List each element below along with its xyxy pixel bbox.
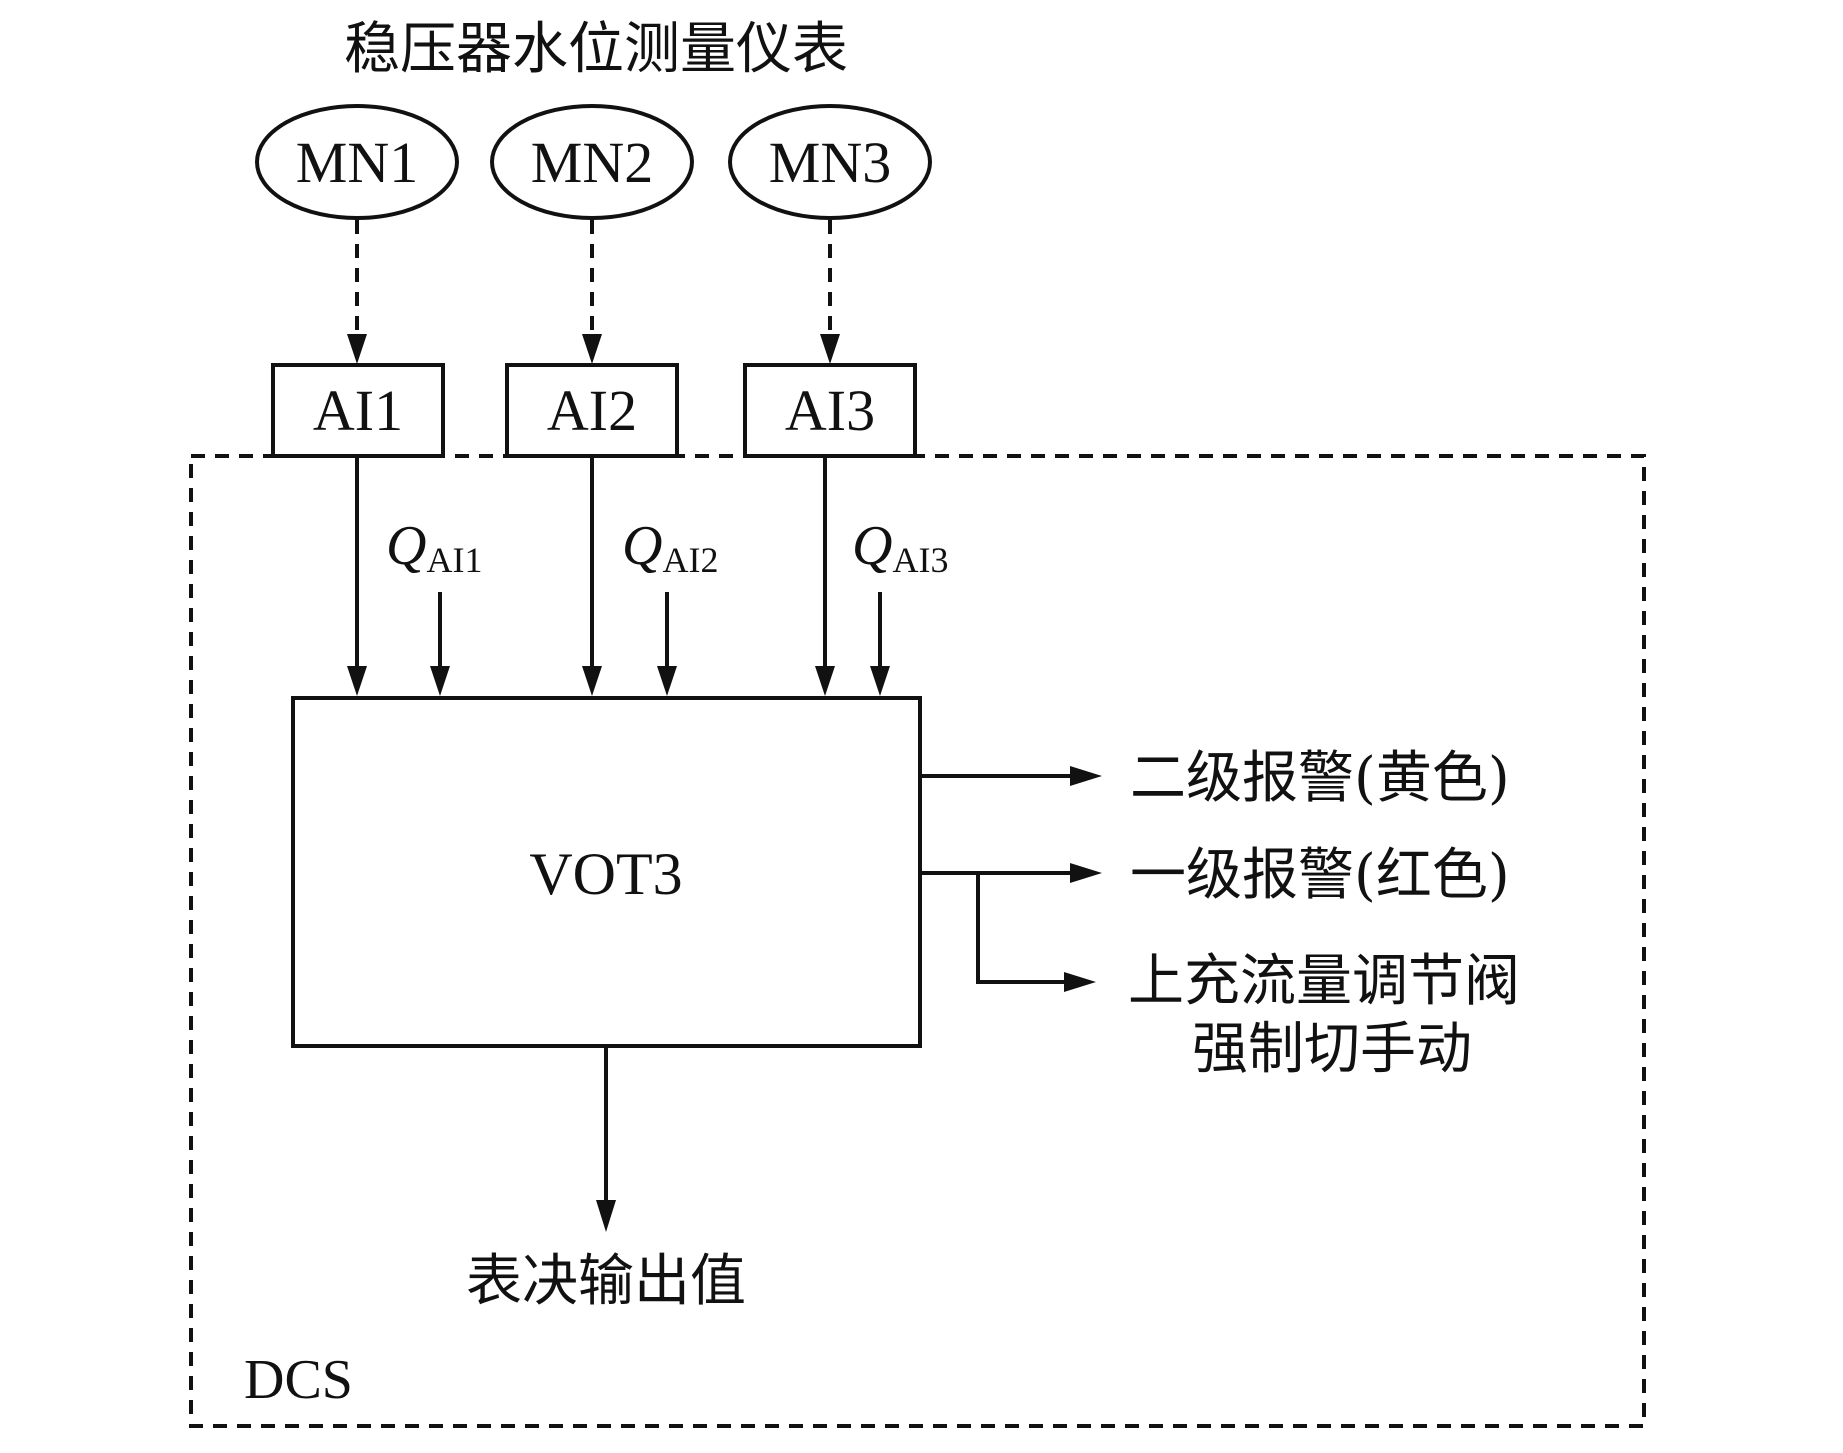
quality-ai2-subscript: AI2 [662,540,718,580]
ai1-box [271,363,445,458]
alarm-level1-arrowhead [1070,863,1102,883]
quality-ai1-arrowhead [430,666,450,696]
sensor-mn2-label: MN2 [531,130,653,195]
dcs-boundary [189,454,1646,1428]
ai1-label: AI1 [313,378,403,443]
ai3-box [743,363,917,458]
sensor-mn2-arrowhead [582,334,602,364]
ai3-label: AI3 [785,378,875,443]
quality-ai1-subscript: AI1 [426,540,482,580]
quality-ai3-arrowhead [870,666,890,696]
vot3-block [291,696,922,1048]
valve-manual-arrowhead [1064,972,1096,992]
sensor-mn3-ellipse [728,104,932,220]
sensor-mn1-label: MN1 [296,130,418,195]
vot3-label: VOT3 [529,841,682,907]
ai2-box [505,363,679,458]
quality-ai3-symbol: Q [852,515,892,577]
voted-value-label: 表决输出值 [466,1249,746,1314]
quality-ai1-label: QAI1 [386,515,482,580]
alarm-level2-label: 二级报警(黄色) [1130,746,1510,811]
ai3-signal-arrowhead [815,666,835,696]
quality-ai2-label: QAI2 [622,515,718,580]
valve-manual-label-line2: 强制切手动 [1192,1017,1472,1082]
alarm-level2-arrowhead [1070,766,1102,786]
sensor-mn1-ellipse [255,104,459,220]
voted-value-arrowhead [596,1200,616,1232]
quality-ai2-arrowhead [657,666,677,696]
quality-ai1-symbol: Q [386,515,426,577]
diagram-title: 稳压器水位测量仪表 [344,17,848,82]
quality-ai2-symbol: Q [622,515,662,577]
sensor-mn2-ellipse [490,104,694,220]
dcs-label: DCS [244,1349,353,1411]
ai1-signal-arrowhead [347,666,367,696]
quality-ai3-label: QAI3 [852,515,948,580]
ai2-signal-arrowhead [582,666,602,696]
sensor-mn3-arrowhead [820,334,840,364]
quality-ai3-subscript: AI3 [892,540,948,580]
sensor-mn1-arrowhead [347,334,367,364]
ai2-label: AI2 [547,378,637,443]
valve-manual-label-line1: 上充流量调节阀 [1128,949,1520,1014]
alarm-level1-label: 一级报警(红色) [1130,843,1510,908]
sensor-mn3-label: MN3 [769,130,891,195]
valve-manual-line [976,873,1066,984]
